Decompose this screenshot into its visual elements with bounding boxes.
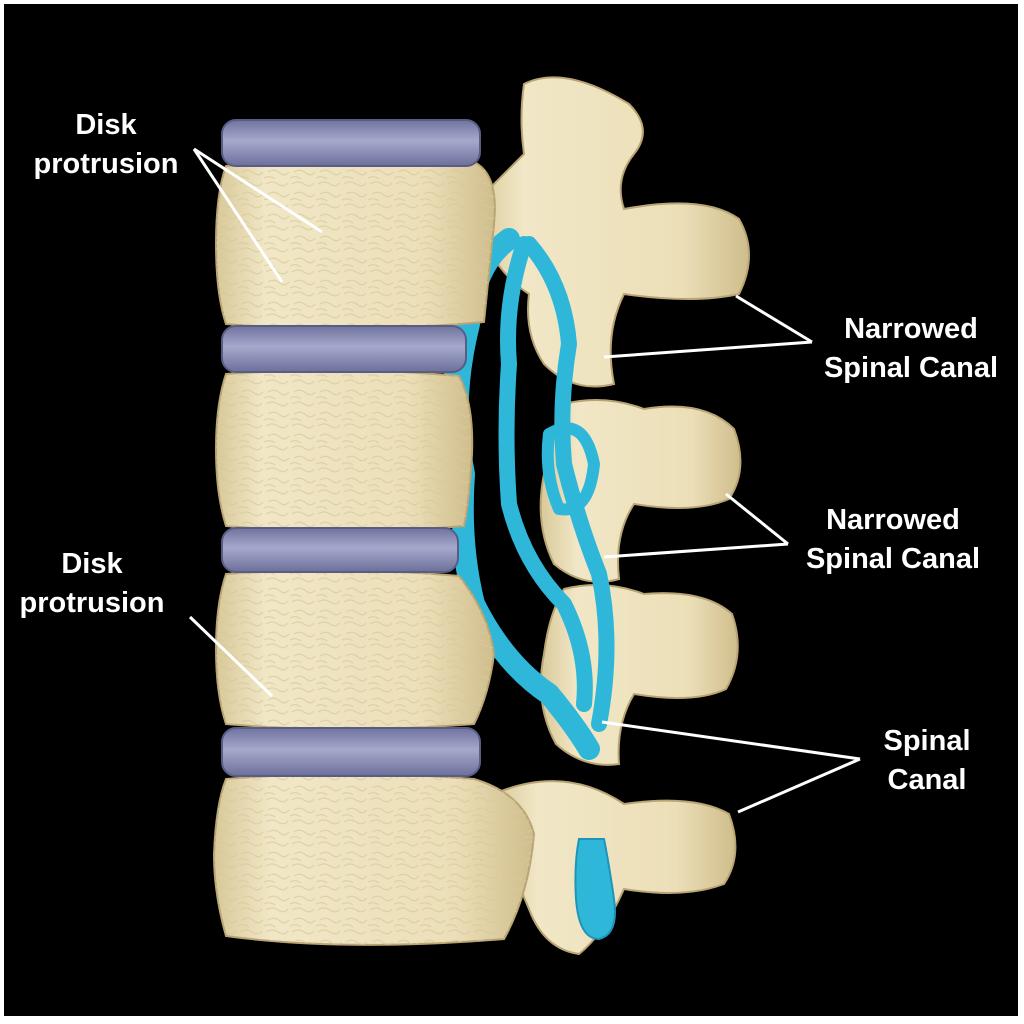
label-line: Canal xyxy=(887,764,967,796)
nerve-loop xyxy=(541,422,600,516)
illustration-frame: Disk protrusion Disk protrusion Narrowed… xyxy=(4,4,1018,1016)
label-line: Disk xyxy=(61,548,123,580)
disk-4 xyxy=(221,727,481,777)
leader-narrowed-2-b xyxy=(603,542,789,559)
leader-lines xyxy=(188,147,861,814)
label-line: Spinal Canal xyxy=(805,543,981,575)
label-spinal-canal: Spinal Canal xyxy=(862,722,992,800)
label-line: Spinal Canal xyxy=(823,352,999,384)
label-disk-protrusion-top: Disk protrusion xyxy=(16,106,196,184)
label-disk-protrusion-bottom: Disk protrusion xyxy=(4,545,180,623)
leader-spinal-canal-b xyxy=(737,757,861,814)
spine-illustration xyxy=(188,76,861,956)
label-line: Narrowed xyxy=(844,313,978,345)
label-line: protrusion xyxy=(33,148,179,180)
disk-1 xyxy=(221,119,481,167)
intervertebral-disks xyxy=(221,119,481,777)
leader-narrowed-2-a xyxy=(725,492,789,546)
leader-spinal-canal-a xyxy=(601,720,861,761)
leader-disk-bottom xyxy=(188,615,274,698)
spinous-process-4 xyxy=(492,780,737,956)
leader-narrowed-1-b xyxy=(603,340,813,359)
disk-3 xyxy=(221,527,459,573)
label-line: Narrowed xyxy=(826,504,960,536)
leader-narrowed-1-a xyxy=(735,294,813,344)
label-line: Disk xyxy=(75,109,137,141)
nerve-strand-3 xyxy=(521,236,615,732)
leader-disk-top-b xyxy=(192,148,284,283)
label-line: Spinal xyxy=(883,725,971,757)
disk-2 xyxy=(221,325,467,373)
spinal-canal-tail xyxy=(574,838,616,941)
leader-disk-top-a xyxy=(193,147,323,234)
label-narrowed-spinal-canal-1: Narrowed Spinal Canal xyxy=(808,310,1014,388)
nerve-strand-2 xyxy=(498,236,593,712)
label-narrowed-spinal-canal-2: Narrowed Spinal Canal xyxy=(790,501,996,579)
label-line: protrusion xyxy=(19,587,165,619)
